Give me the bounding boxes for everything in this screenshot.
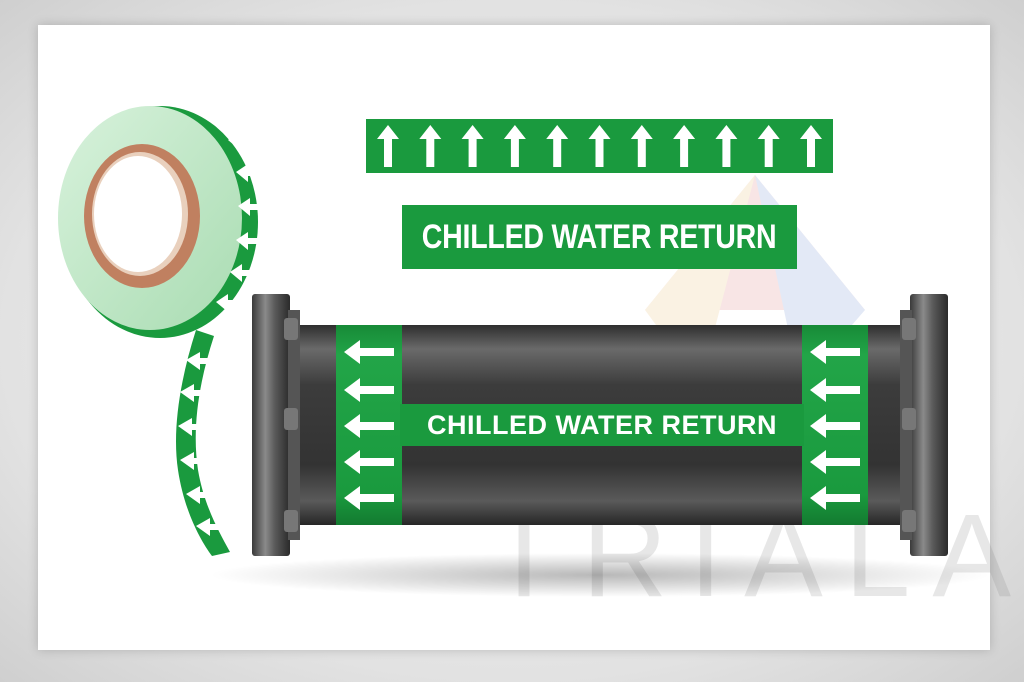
arrow-up-icon	[800, 125, 822, 167]
arrow-up-icon-row	[377, 125, 822, 167]
arrow-up-icon	[377, 125, 399, 167]
arrow-up-icon	[715, 125, 738, 167]
arrow-left-icon-column-right	[810, 340, 860, 510]
arrow-up-icon	[503, 125, 526, 167]
arrow-right-icon-strip	[178, 352, 222, 536]
pipe-marker-text: CHILLED WATER RETURN	[427, 409, 777, 440]
arrow-up-icon	[630, 125, 653, 167]
arrow-up-icon	[757, 125, 780, 167]
pipe-marker-label-text: CHILLED WATER RETURN	[422, 217, 777, 256]
arrow-marker-strip	[366, 119, 833, 173]
arrow-up-icon	[546, 125, 569, 167]
arrow-up-icon	[461, 125, 484, 167]
arrow-up-icon	[588, 125, 611, 167]
pipe-center-band	[400, 404, 804, 446]
pipe-marker-label: CHILLED WATER RETURN	[402, 205, 797, 269]
arrow-left-icon-column-left	[344, 340, 394, 510]
arrow-up-icon	[419, 125, 442, 167]
arrow-up-icon	[673, 125, 696, 167]
